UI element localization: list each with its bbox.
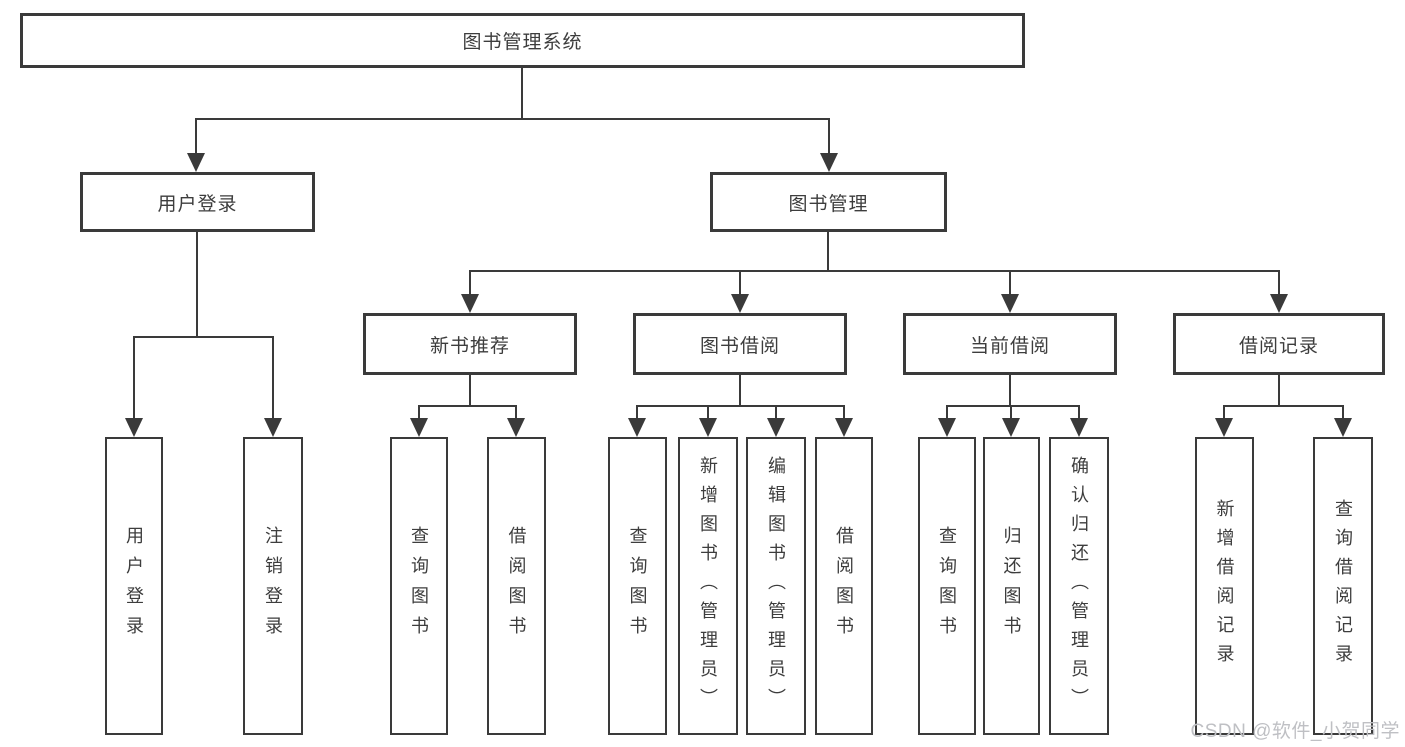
node-label: 确认归还（管理员） [1069,455,1089,717]
arrowhead [187,153,205,172]
arrowhead [628,418,646,437]
connector-drop-leaf [515,405,517,420]
connector-user-login-stem [196,232,198,336]
arrowhead [410,418,428,437]
node-label: 当前借阅 [969,335,1050,357]
node-label: 借阅图书 [834,526,854,646]
node-current-borrowing: 当前借阅 [903,313,1117,375]
node-label: 用户登录 [157,193,238,215]
node-new-book-recommend: 新书推荐 [363,313,577,375]
arrowhead [1334,418,1352,437]
node-book-borrowing: 图书借阅 [633,313,847,375]
arrowhead [820,153,838,172]
node-label: 查询图书 [409,526,429,646]
node-label: 借阅图书 [506,526,527,646]
connector-book-mgmt-stem [827,232,829,270]
connector-drop-book-borrow [739,270,741,296]
connector-drop-new-book [469,270,471,296]
connector-drop-leaf [272,336,274,420]
arrowhead [1070,418,1088,437]
connector-drop-current-borrow [1009,270,1011,296]
node-user-login: 用户登录 [80,172,315,232]
arrowhead [1002,418,1020,437]
arrowhead [264,418,282,437]
node-label: 新增图书（管理员） [698,455,718,717]
connector-drop-leaf [946,405,948,420]
node-library-management-system: 图书管理系统 [20,13,1025,68]
connector-user-login-rail [133,336,274,338]
arrowhead [461,294,479,313]
connector-drop-leaf [1078,405,1080,420]
connector-borrow-records-stem [1278,375,1280,405]
arrowhead [835,418,853,437]
node-label: 新书推荐 [429,335,510,357]
arrowhead [125,418,143,437]
connector-drop-leaf [1342,405,1344,420]
node-label: 查询图书 [937,526,957,646]
arrowhead [507,418,525,437]
leaf-query-books-borrowing: 查询图书 [608,437,667,735]
node-borrowing-records: 借阅记录 [1173,313,1385,375]
leaf-user-login: 用户登录 [105,437,163,735]
leaf-logout: 注销登录 [243,437,303,735]
connector-new-book-rail [418,405,517,407]
connector-drop-leaf [418,405,420,420]
arrowhead [699,418,717,437]
leaf-add-books-admin: 新增图书（管理员） [678,437,738,735]
connector-new-book-stem [469,375,471,405]
node-label: 编辑图书（管理员） [766,455,786,717]
node-label: 图书管理系统 [462,32,583,53]
connector-book-mgmt-rail [469,270,1280,272]
connector-root-rail [196,118,830,120]
leaf-edit-books-admin: 编辑图书（管理员） [746,437,806,735]
connector-drop-leaf [133,336,135,420]
connector-current-borrow-stem [1009,375,1011,405]
connector-book-borrow-stem [739,375,741,405]
arrowhead [767,418,785,437]
connector-borrow-records-rail [1223,405,1343,407]
connector-book-borrow-rail [636,405,844,407]
node-label: 新增借阅记录 [1214,499,1235,673]
connector-drop-leaf [636,405,638,420]
connector-drop-leaf [775,405,777,420]
connector-drop-leaf [1223,405,1225,420]
arrowhead [1270,294,1288,313]
leaf-add-borrow-record: 新增借阅记录 [1195,437,1254,735]
connector-drop-leaf [843,405,845,420]
leaf-query-books-current: 查询图书 [918,437,976,735]
node-label: 注销登录 [263,526,283,646]
arrowhead [731,294,749,313]
watermark: CSDN @软件_小贺同学 [1190,721,1400,742]
connector-drop-borrow-records [1278,270,1280,296]
connector-drop-user-login [195,118,197,155]
arrowhead [938,418,956,437]
node-label: 借阅记录 [1238,335,1319,357]
arrowhead [1001,294,1019,313]
connector-drop-leaf [707,405,709,420]
node-book-management: 图书管理 [710,172,947,232]
node-label: 归还图书 [1001,526,1022,646]
node-label: 用户登录 [124,526,144,646]
node-label: 图书管理 [788,193,869,215]
connector-current-borrow-rail [946,405,1079,407]
leaf-query-books-recommend: 查询图书 [390,437,448,735]
leaf-borrow-books: 借阅图书 [815,437,873,735]
connector-drop-leaf [1010,405,1012,420]
node-label: 查询图书 [627,526,648,646]
connector-root-stem [521,68,523,118]
leaf-return-books: 归还图书 [983,437,1040,735]
connector-drop-book-mgmt [828,118,830,155]
leaf-borrow-books-recommend: 借阅图书 [487,437,546,735]
leaf-confirm-return-admin: 确认归还（管理员） [1049,437,1109,735]
arrowhead [1215,418,1233,437]
leaf-query-borrow-record: 查询借阅记录 [1313,437,1373,735]
node-label: 查询借阅记录 [1333,499,1353,673]
node-label: 图书借阅 [699,335,780,357]
